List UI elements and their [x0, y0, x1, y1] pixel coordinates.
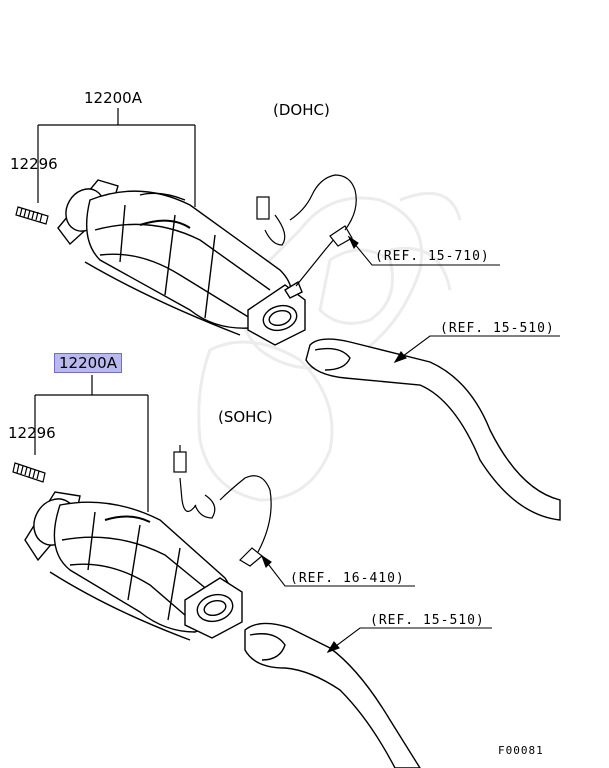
- oxygen-sensor-bottom: [173, 445, 272, 567]
- part-number-label-bottom-highlighted[interactable]: 12200A: [54, 353, 122, 373]
- ref-label-bottom-pipe[interactable]: (REF. 15-510): [370, 613, 485, 628]
- exhaust-pipe-top: [305, 338, 561, 521]
- figure-code: F00081: [498, 744, 544, 757]
- variant-label-sohc: (SOHC): [218, 408, 273, 426]
- leader-top-ref-pipe: [393, 335, 560, 364]
- stud-bolt-top: [15, 206, 49, 225]
- part-number-label-top[interactable]: 12200A: [84, 89, 142, 107]
- ref-label-top-pipe[interactable]: (REF. 15-510): [440, 321, 555, 336]
- stud-number-label-bottom[interactable]: 12296: [8, 424, 56, 442]
- leader-bottom-part: [34, 375, 149, 512]
- exhaust-pipe-bottom: [244, 622, 421, 768]
- stud-bolt-bottom: [12, 462, 46, 483]
- leader-bottom-ref-pipe: [326, 627, 492, 654]
- ref-label-bottom-sensor[interactable]: (REF. 16-410): [290, 571, 405, 586]
- oxygen-sensor-top: [256, 174, 357, 287]
- variant-label-dohc: (DOHC): [273, 101, 330, 119]
- stud-number-label-top[interactable]: 12296: [10, 155, 58, 173]
- ref-label-top-sensor[interactable]: (REF. 15-710): [375, 249, 490, 264]
- catalytic-converter-top: [57, 179, 306, 346]
- catalytic-converter-bottom: [24, 491, 243, 641]
- leader-bottom-ref-sensor: [260, 554, 415, 587]
- leader-top-ref-sensor: [347, 235, 500, 266]
- leader-top-part: [37, 108, 196, 207]
